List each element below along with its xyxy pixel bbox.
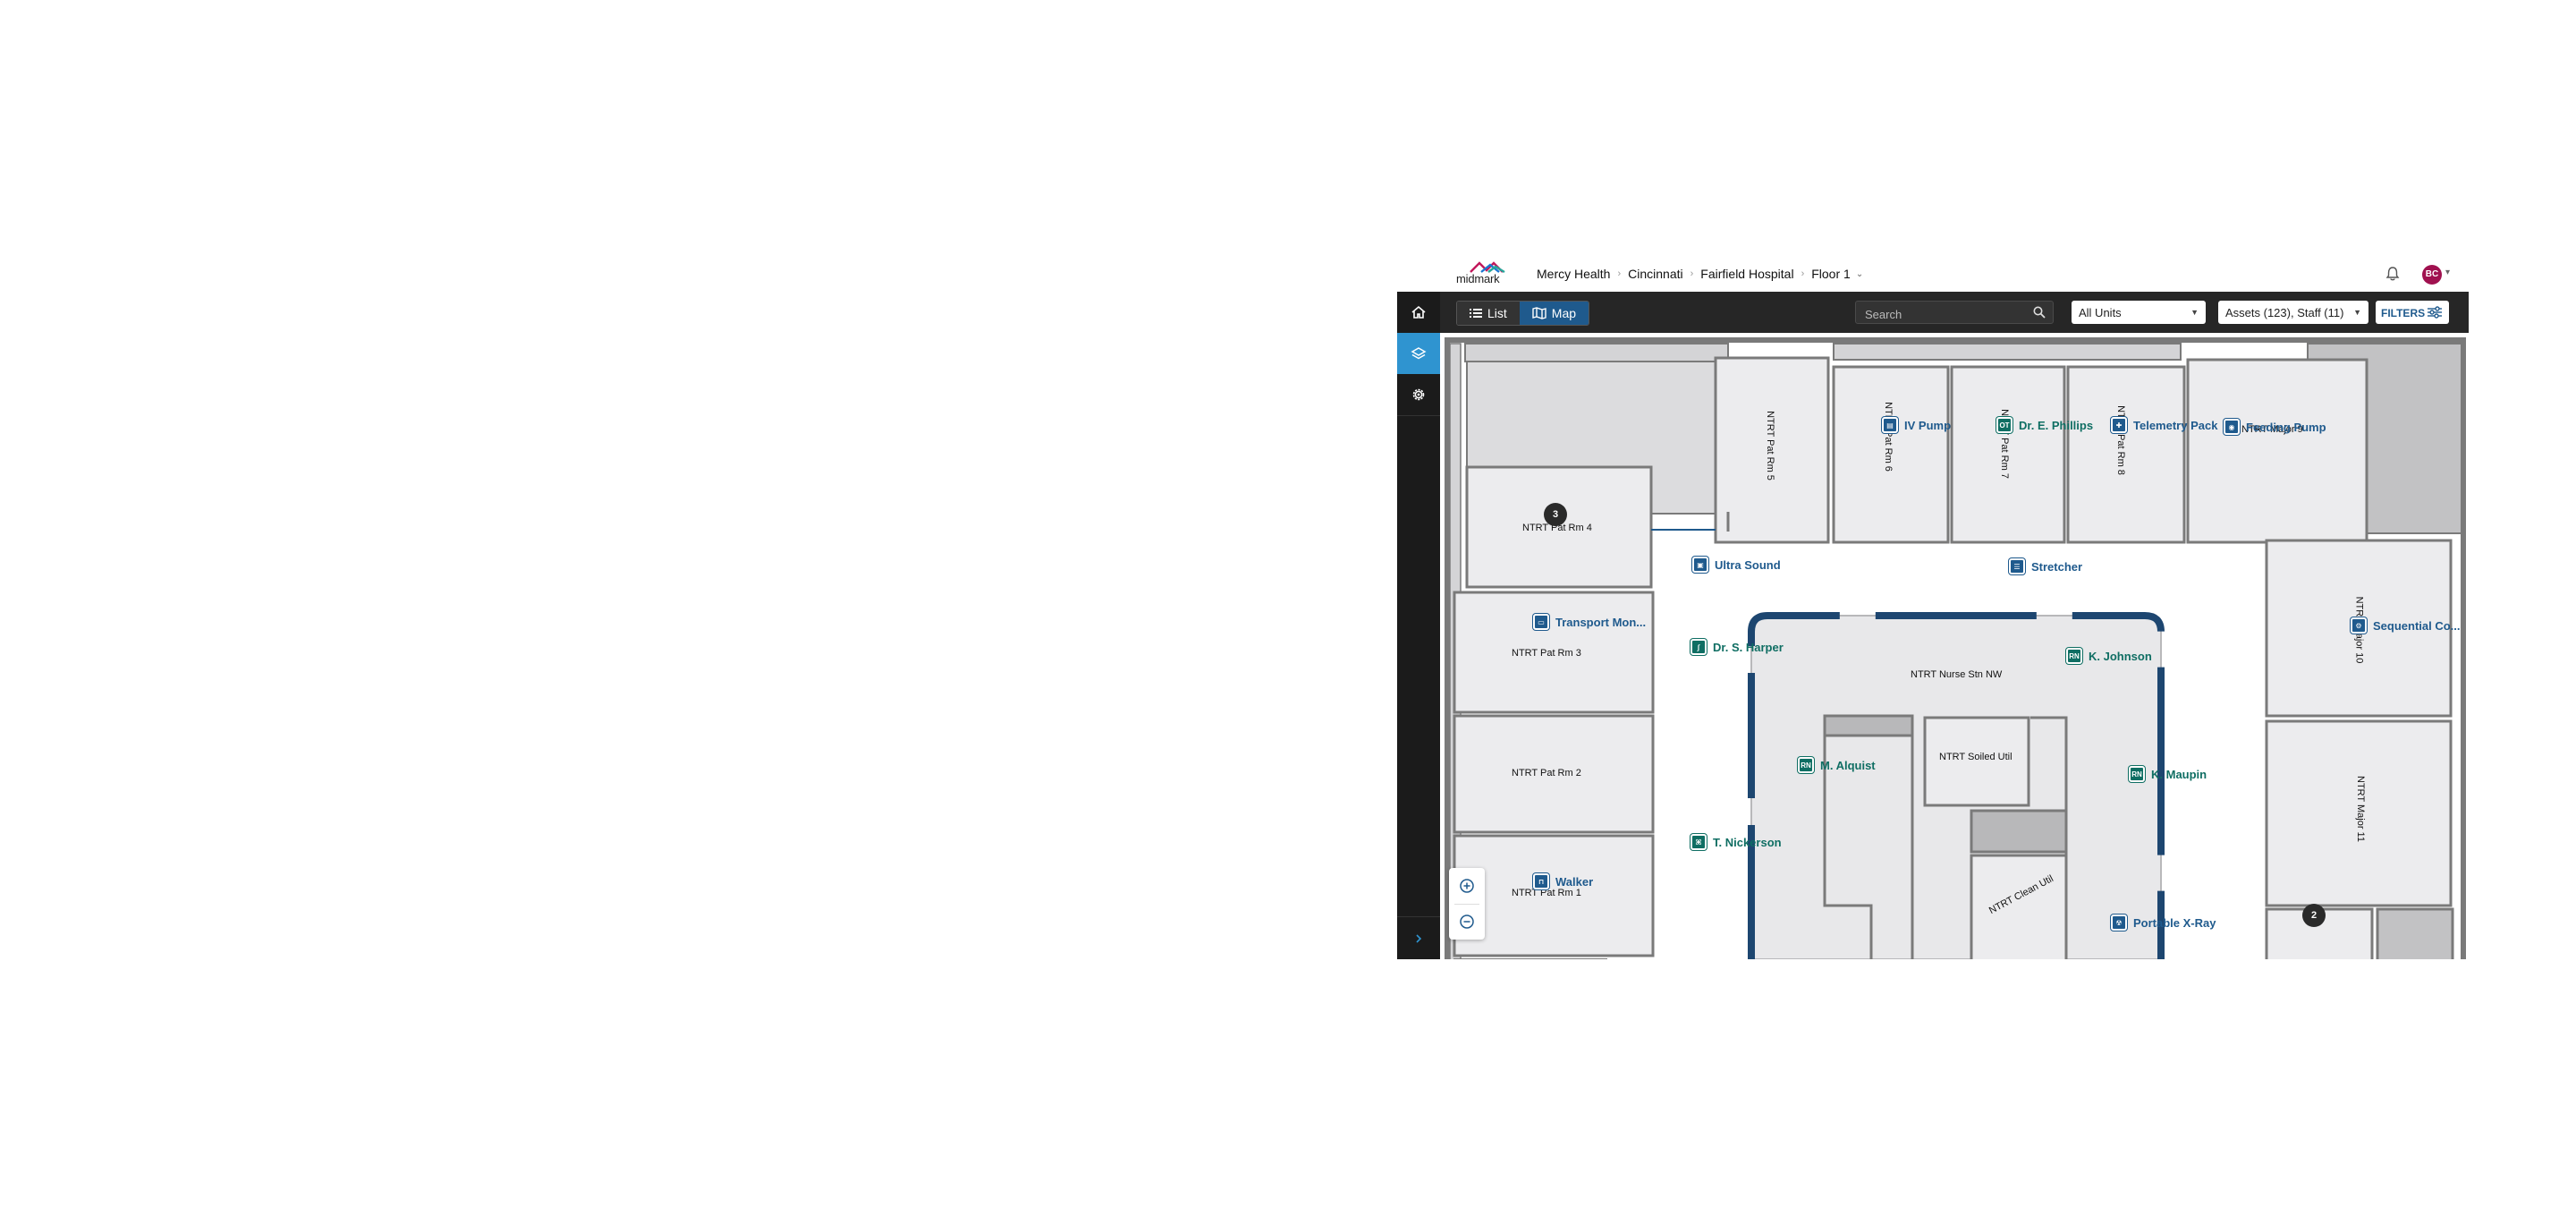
list-view-button[interactable]: List [1457, 302, 1520, 325]
map-icon [1532, 307, 1546, 319]
list-view-label: List [1487, 306, 1507, 320]
midmark-logo[interactable]: midmark [1456, 261, 1510, 286]
map-marker-telemetry-pack[interactable]: ✚ Telemetry Pack [2111, 417, 2217, 433]
zoom-out-icon [1460, 915, 1474, 929]
units-select-value: All Units [2079, 306, 2122, 319]
zoom-in-icon [1460, 879, 1474, 893]
map-marker-sequential-compression[interactable]: ⚙ Sequential Co... [2351, 617, 2461, 634]
telemetry-icon: ✚ [2111, 417, 2127, 433]
sidebar-divider [1397, 916, 1440, 917]
map-marker-walker[interactable]: ⊓ Walker [1533, 873, 1593, 889]
sidebar-home-button[interactable] [1397, 292, 1440, 333]
room-label-soiled-util: NTRT Soiled Util [1939, 752, 2012, 762]
breadcrumb-city[interactable]: Cincinnati [1628, 267, 1683, 281]
left-sidebar [1397, 292, 1440, 959]
zoom-in-button[interactable] [1449, 868, 1485, 904]
sidebar-expand-button[interactable] [1397, 918, 1440, 959]
map-marker-portable-x-ray[interactable]: ☢ Portable X-Ray [2111, 915, 2216, 931]
zoom-controls [1449, 868, 1485, 940]
sidebar-divider [1397, 415, 1440, 416]
map-marker-dr-s-harper[interactable]: ∫ Dr. S. Harper [1690, 639, 1784, 655]
room-label-pat-rm-3: NTRT Pat Rm 3 [1512, 648, 1581, 659]
map-marker-feeding-pump[interactable]: ◉ Feeding Pump [2224, 419, 2326, 435]
sidebar-settings-button[interactable] [1397, 374, 1440, 415]
staff-badge-ot: OT [1996, 417, 2012, 433]
map-marker-stretcher[interactable]: ☰ Stretcher [2009, 558, 2082, 574]
feeding-pump-icon: ◉ [2224, 419, 2240, 435]
user-avatar[interactable]: BC [2422, 265, 2442, 285]
view-toggle: List Map [1456, 301, 1590, 326]
map-marker-k-johnson[interactable]: RN K. Johnson [2066, 648, 2152, 664]
map-marker-ultra-sound[interactable]: ▣ Ultra Sound [1692, 557, 1781, 573]
map-marker-transport-monitor[interactable]: ▭ Transport Mon... [1533, 614, 1646, 630]
layers-icon [1411, 347, 1427, 360]
room-label-pat-rm-2: NTRT Pat Rm 2 [1512, 768, 1581, 778]
search-input[interactable] [1863, 305, 2028, 323]
room-label-pat-rm-4: NTRT Pat Rm 4 [1522, 523, 1592, 533]
sliders-icon [2428, 306, 2442, 319]
asset-staff-dropdown-icon: ▼ [2353, 308, 2361, 317]
home-icon [1411, 305, 1426, 319]
gear-icon [1412, 388, 1425, 401]
breadcrumb-facility[interactable]: Fairfield Hospital [1700, 267, 1794, 281]
app-window: midmark Mercy Health › Cincinnati › Fair… [1397, 256, 2469, 959]
room-label-major-11: NTRT Major 11 [2354, 776, 2366, 842]
breadcrumb-floor[interactable]: Floor 1 [1811, 267, 1851, 281]
map-marker-dr-e-phillips[interactable]: OT Dr. E. Phillips [1996, 417, 2093, 433]
map-view-button[interactable]: Map [1519, 302, 1589, 325]
map-view-label: Map [1551, 306, 1577, 320]
map-marker-t-nickerson[interactable]: ⌘ T. Nickerson [1690, 834, 1782, 850]
units-select[interactable]: All Units ▼ [2072, 301, 2206, 324]
sidebar-layers-button[interactable] [1397, 333, 1440, 374]
chevron-right-icon [1416, 934, 1422, 943]
room-label-pat-rm-1: NTRT Pat Rm 1 [1512, 888, 1581, 898]
logo-wordmark: midmark [1456, 272, 1500, 285]
top-header: midmark Mercy Health › Cincinnati › Fair… [1397, 256, 2469, 292]
bell-icon[interactable] [2385, 266, 2401, 282]
floor-chevron-down-icon[interactable]: ⌄ [1855, 268, 1864, 279]
iv-pump-icon: ▤ [1882, 417, 1898, 433]
asset-staff-select[interactable]: Assets (123), Staff (11) ▼ [2218, 301, 2368, 324]
room-label-pat-rm-6: NTRT Pat Rm 6 [1882, 402, 1894, 472]
sequential-compression-icon: ⚙ [2351, 617, 2367, 634]
staff-badge-rn: RN [2129, 766, 2145, 782]
user-menu-chevron-down-icon[interactable]: ▾ [2445, 268, 2451, 277]
room-label-nurse-station: NTRT Nurse Stn NW [1911, 669, 2003, 680]
map-marker-m-alquist[interactable]: RN M. Alquist [1798, 757, 1876, 773]
map-marker-k-maupin[interactable]: RN K. Maupin [2129, 766, 2207, 782]
marker-cluster[interactable]: 2 [2302, 904, 2326, 927]
list-icon [1470, 309, 1482, 318]
search-icon[interactable] [2033, 306, 2046, 319]
floor-map[interactable]: NTRT Pat Rm 4 NTRT Pat Rm 3 NTRT Pat Rm … [1440, 333, 2469, 959]
room-label-major-9: NTRT Major 9 [2241, 424, 2303, 435]
asset-staff-select-value: Assets (123), Staff (11) [2225, 306, 2344, 319]
monitor-icon: ▭ [1533, 614, 1549, 630]
marker-cluster[interactable]: 3 [1544, 503, 1567, 526]
search-box [1855, 301, 2054, 324]
filters-label: FILTERS [2381, 307, 2426, 319]
staff-badge-rn: RN [1798, 757, 1814, 773]
tech-icon: ⌘ [1690, 834, 1707, 850]
walker-icon: ⊓ [1533, 873, 1549, 889]
staff-badge-rn: RN [2066, 648, 2082, 664]
breadcrumb: Mercy Health › Cincinnati › Fairfield Ho… [1537, 267, 1863, 281]
breadcrumb-separator: › [1617, 268, 1622, 279]
ultrasound-icon: ▣ [1692, 557, 1708, 573]
stethoscope-icon: ∫ [1690, 639, 1707, 655]
zoom-divider [1454, 904, 1479, 905]
stretcher-icon: ☰ [2009, 558, 2025, 574]
units-dropdown-icon: ▼ [2190, 308, 2199, 317]
map-marker-iv-pump[interactable]: ▤ IV Pump [1882, 417, 1951, 433]
filters-button[interactable]: FILTERS [2376, 301, 2449, 324]
breadcrumb-org[interactable]: Mercy Health [1537, 267, 1611, 281]
breadcrumb-separator: › [1801, 268, 1805, 279]
breadcrumb-separator: › [1690, 268, 1694, 279]
xray-icon: ☢ [2111, 915, 2127, 931]
room-label-pat-rm-8: NTRT Pat Rm 8 [2114, 405, 2126, 475]
zoom-out-button[interactable] [1449, 904, 1485, 940]
room-label-pat-rm-5: NTRT Pat Rm 5 [1764, 411, 1775, 481]
map-toolbar: List Map All Units ▼ Assets (123), Staff… [1397, 292, 2469, 333]
